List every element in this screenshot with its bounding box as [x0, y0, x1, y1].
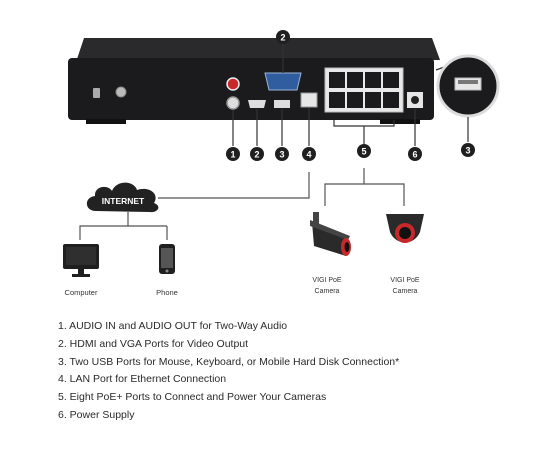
callout-label: 2 — [254, 150, 259, 160]
callout-label: 4 — [306, 150, 311, 160]
connection-lines — [79, 168, 405, 240]
callout-badge-6: 6 — [408, 147, 422, 161]
nvr-foot-left — [86, 119, 126, 124]
audio-out-port — [226, 96, 240, 110]
poe-port — [329, 72, 345, 88]
callout-badge-5: 5 — [357, 144, 371, 158]
camera-mount — [313, 212, 319, 228]
vga-port — [264, 72, 302, 91]
callout-label: 5 — [361, 147, 366, 157]
bullet-camera-label-line1: VIGI PoE — [312, 277, 342, 284]
legend-item-5: 5. Eight PoE+ Ports to Connect and Power… — [58, 391, 327, 404]
poe-port — [365, 72, 381, 88]
hdmi-port — [248, 100, 266, 108]
callout-badges: 2 1 2 3 4 5 6 3 — [226, 30, 475, 161]
poe-port — [347, 92, 363, 108]
port-legend: 1. AUDIO IN and AUDIO OUT for Two-Way Au… — [58, 318, 399, 425]
callout-badge-4: 4 — [302, 147, 316, 161]
bullet-camera-label-line2: Camera — [315, 288, 340, 295]
dome-camera-lens — [399, 227, 411, 239]
internet-label: INTERNET — [102, 196, 145, 206]
callout-badge-2: 2 — [250, 147, 264, 161]
nvr-foot-right — [380, 119, 420, 124]
bullet-camera: VIGI PoE Camera — [310, 212, 351, 295]
legend-item-3: 3. Two USB Ports for Mouse, Keyboard, or… — [58, 355, 400, 368]
ground-screw-icon — [115, 86, 127, 98]
dome-camera: VIGI PoE Camera — [386, 214, 424, 295]
cloud-icon — [86, 182, 159, 213]
poe-port — [365, 92, 381, 108]
audio-in-port — [226, 77, 240, 91]
phone-screen — [161, 248, 173, 268]
legend-item-2: 2. HDMI and VGA Ports for Video Output — [58, 337, 249, 350]
callout-badge-2-top: 2 — [276, 30, 290, 44]
phone-label: Phone — [156, 288, 178, 297]
poe-port — [383, 72, 399, 88]
legend-item-6: 6. Power Supply — [58, 408, 135, 421]
power-port — [411, 96, 419, 104]
poe-port — [347, 72, 363, 88]
callout-label: 2 — [280, 33, 285, 43]
poe-port-block — [324, 67, 404, 113]
phone: Phone — [156, 244, 178, 297]
computer: Computer — [63, 244, 99, 297]
monitor-base — [72, 274, 90, 277]
poe-port — [329, 92, 345, 108]
internet-cloud: INTERNET — [86, 182, 159, 213]
bullet-camera-hood — [310, 220, 350, 240]
bullet-camera-glass — [344, 242, 350, 252]
callout-badge-3: 3 — [275, 147, 289, 161]
nvr-connection-diagram: 2 1 2 3 4 5 6 3 — [63, 30, 500, 297]
kensington-lock-icon — [93, 88, 100, 98]
computer-label: Computer — [65, 288, 98, 297]
poe-to-dome-line — [364, 183, 405, 206]
nvr-device — [68, 38, 440, 124]
poe-port — [383, 92, 399, 108]
poe-to-cameras-line — [324, 168, 365, 206]
phone-home-button — [165, 269, 169, 273]
usb-zoom-inset — [435, 54, 500, 118]
usb-port — [274, 100, 290, 108]
legend-item-1: 1. AUDIO IN and AUDIO OUT for Two-Way Au… — [58, 320, 288, 332]
nvr-top-face — [76, 38, 440, 62]
monitor-screen — [66, 247, 96, 265]
callout-badge-3-zoom: 3 — [461, 143, 475, 157]
callout-label: 3 — [279, 150, 284, 160]
lan-to-internet-line — [158, 172, 310, 199]
monitor-neck — [78, 269, 84, 274]
legend-item-4: 4. LAN Port for Ethernet Connection — [58, 373, 227, 386]
dome-camera-label-line2: Camera — [393, 288, 418, 295]
lan-port — [300, 92, 318, 108]
internet-to-devices-line — [79, 212, 129, 240]
callout-label: 1 — [230, 150, 235, 160]
leader-lines — [232, 44, 469, 146]
usb-tongue — [458, 80, 478, 84]
callout-badge-1: 1 — [226, 147, 240, 161]
callout-label: 3 — [465, 146, 470, 156]
callout-label: 6 — [412, 150, 417, 160]
bullet-camera-icon — [312, 222, 346, 256]
dome-camera-label-line1: VIGI PoE — [390, 277, 420, 284]
